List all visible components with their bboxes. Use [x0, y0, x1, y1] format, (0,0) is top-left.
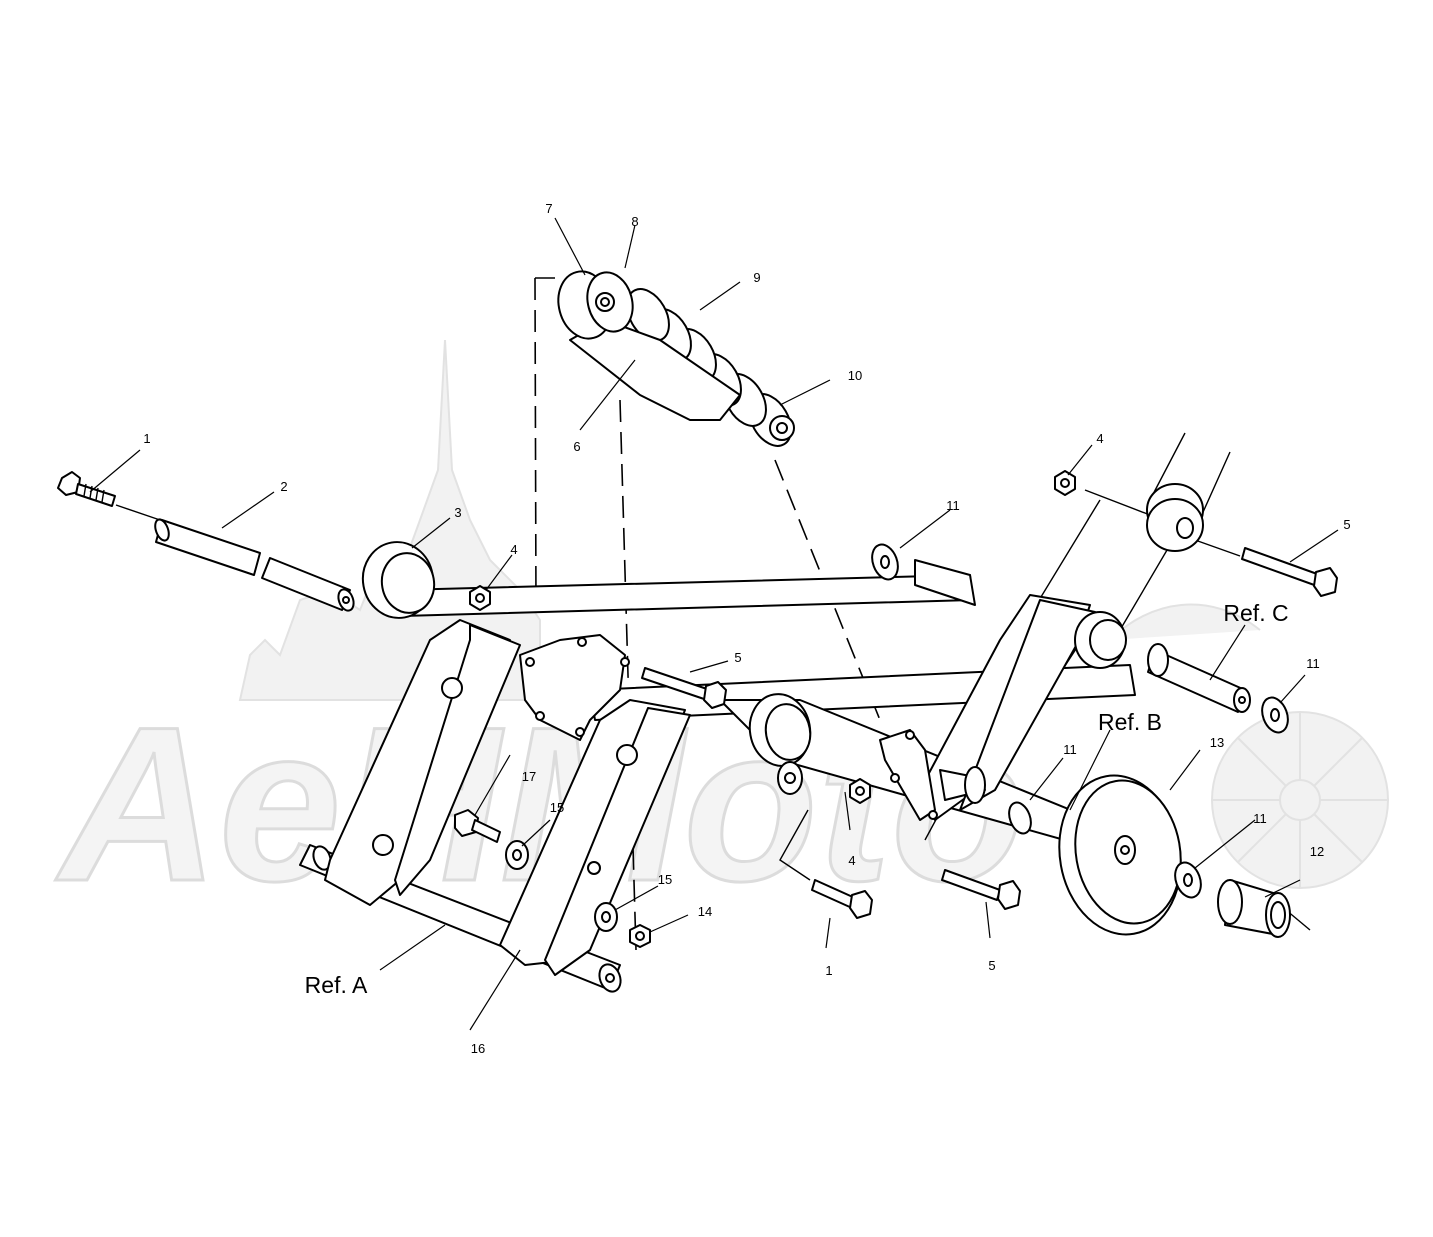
- front-bolt: [57, 471, 116, 507]
- ref-a-label: Ref. A: [305, 972, 368, 998]
- callout-5-bolt-middle: 5: [734, 650, 741, 665]
- mounting-plate: [519, 634, 630, 741]
- nuts: [469, 470, 1076, 948]
- callout-12-spacer: 12: [1310, 844, 1324, 859]
- callout-7-mount: 7: [545, 201, 552, 216]
- front-arm-left: [324, 619, 521, 906]
- callout-11-washer-top: 11: [946, 498, 960, 513]
- callout-11-washer-right: 11: [1306, 656, 1320, 671]
- spacer: [1217, 879, 1291, 938]
- callout-4-nut-middle: 4: [848, 853, 855, 868]
- callout-3-sleeve: 3: [454, 505, 461, 520]
- rear-arm: [879, 594, 1251, 821]
- callout-5-bolt-lower: 5: [988, 958, 995, 973]
- bolts: [454, 547, 1338, 919]
- callout-6-shock-body: 6: [573, 439, 580, 454]
- sleeve: [361, 541, 436, 619]
- callout-11-washer-lower: 11: [1253, 811, 1267, 826]
- callout-1-bolt: 1: [143, 431, 150, 446]
- callout-2-tube: 2: [280, 479, 287, 494]
- callout-5-bolt-right: 5: [1343, 517, 1350, 532]
- ref-b-label: Ref. B: [1098, 709, 1162, 735]
- callouts: 1 2 3 4 4 4 5 5 5 1 6 7 8 9 10 11 11 11 …: [143, 201, 1350, 1056]
- watermark: AeHMoto: [54, 339, 1389, 929]
- callout-1-bolt-lower: 1: [825, 963, 832, 978]
- callout-4-nut-left: 4: [510, 542, 517, 557]
- callout-8-eye: 8: [631, 214, 638, 229]
- reference-labels: Ref. A Ref. B Ref. C: [305, 600, 1289, 998]
- front-arm-right: [499, 699, 691, 976]
- callout-13-wheel: 13: [1210, 735, 1224, 750]
- callout-16-arm: 16: [471, 1041, 485, 1056]
- callout-15-washer-lower: 15: [658, 872, 672, 887]
- shock-absorber: [557, 270, 795, 447]
- idler-wheel: [1058, 774, 1182, 936]
- callout-4-nut-right: 4: [1096, 431, 1103, 446]
- callout-9-spring: 9: [753, 270, 760, 285]
- callout-11-washer-middle: 11: [1063, 742, 1077, 757]
- callout-17-bolt: 17: [522, 769, 536, 784]
- callout-10-lower-eye: 10: [848, 368, 862, 383]
- pivot-tubes: [154, 518, 355, 612]
- middle-sleeve: [748, 693, 812, 795]
- callout-14-nut: 14: [698, 904, 712, 919]
- washers: [505, 543, 1289, 932]
- rubber-stop: [1146, 483, 1204, 552]
- callout-15-washer-upper: 15: [550, 800, 564, 815]
- leader-lines: [89, 217, 1339, 1031]
- ref-c-label: Ref. C: [1223, 600, 1288, 626]
